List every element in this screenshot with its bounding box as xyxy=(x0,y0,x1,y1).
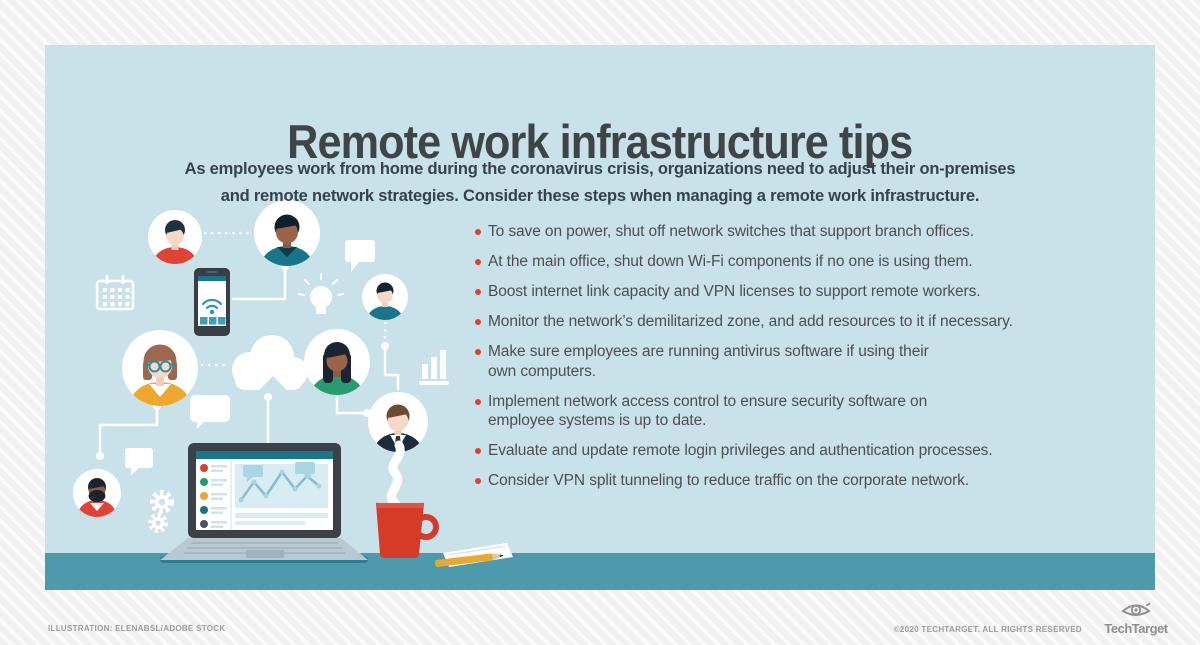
avatar-woman-glasses xyxy=(122,330,198,406)
laptop-icon xyxy=(160,443,368,563)
calendar-icon xyxy=(95,275,135,311)
tip-text: Monitor the network’s demilitarized zone… xyxy=(488,313,1013,330)
tip-item: To save on power, shut off network switc… xyxy=(475,222,1135,242)
bullet-dot xyxy=(475,319,481,325)
speech-bubble-icon xyxy=(190,395,230,429)
bullet-dot xyxy=(475,259,481,265)
pencil-icon xyxy=(435,553,504,568)
tip-item: Consider VPN split tunneling to reduce t… xyxy=(475,471,1135,491)
tip-item: Make sure employees are running antiviru… xyxy=(475,342,1135,381)
tip-text: Evaluate and update remote login privile… xyxy=(488,442,993,459)
bullet-dot xyxy=(475,229,481,235)
techtarget-logo: TechTarget xyxy=(1104,602,1168,636)
brand-name: TechTarget xyxy=(1104,621,1168,636)
tip-item: Implement network access control to ensu… xyxy=(475,392,1135,431)
gears-icon xyxy=(148,490,174,533)
tip-item: Boost internet link capacity and VPN lic… xyxy=(475,282,1135,302)
tip-item: At the main office, shut down Wi-Fi comp… xyxy=(475,252,1135,272)
tip-text: To save on power, shut off network switc… xyxy=(488,223,974,240)
infographic-panel: Remote work infrastructure tips As emplo… xyxy=(45,45,1155,590)
footer-credit: ILLUSTRATION: ELENABSL/ADOBE STOCK xyxy=(48,624,226,633)
bullet-dot xyxy=(475,349,481,355)
page-subtitle: As employees work from home during the c… xyxy=(184,159,1016,205)
dashboard-sidebar xyxy=(200,459,232,530)
tip-text: Consider VPN split tunneling to reduce t… xyxy=(488,472,970,489)
lightbulb-icon xyxy=(298,273,344,314)
tip-item: Evaluate and update remote login privile… xyxy=(475,441,1135,461)
avatar-man-in-suit xyxy=(368,392,428,452)
dashboard-chart-icon xyxy=(235,462,328,525)
tip-text: At the main office, shut down Wi-Fi comp… xyxy=(488,253,973,270)
connector-lines xyxy=(98,231,400,454)
coffee-mug-icon xyxy=(376,503,439,558)
avatar-woman-green-top xyxy=(304,329,370,395)
tip-text: Implement network access control to ensu… xyxy=(488,392,928,430)
tip-item: Monitor the network’s demilitarized zone… xyxy=(475,312,1135,332)
bullet-dot xyxy=(475,289,481,295)
speech-bubble-icon xyxy=(345,240,375,272)
footer-copyright: ©2020 TECHTARGET. ALL RIGHTS RESERVED xyxy=(893,625,1082,634)
network-illustration xyxy=(73,200,513,568)
avatar-person-red-shirt xyxy=(148,210,202,264)
eye-icon xyxy=(1121,602,1151,616)
cloud-icon xyxy=(232,335,308,390)
page-title: Remote work infrastructure tips xyxy=(287,115,913,169)
steam-icon xyxy=(386,440,405,508)
bar-chart-icon xyxy=(419,350,449,385)
tips-list: To save on power, shut off network switc… xyxy=(475,222,1135,501)
tip-text: Boost internet link capacity and VPN lic… xyxy=(488,283,981,300)
speech-bubble-icon xyxy=(125,448,153,476)
bullet-dot xyxy=(475,478,481,484)
avatar-man-teal-tee xyxy=(362,274,408,320)
bullet-dot xyxy=(475,398,481,405)
bullet-dot xyxy=(475,448,481,454)
avatar-man-teal-shirt xyxy=(254,200,320,266)
avatar-man-beard xyxy=(73,469,121,517)
wifi-icon xyxy=(201,298,223,310)
tip-text: Make sure employees are running antiviru… xyxy=(488,343,929,380)
smartphone-icon xyxy=(194,268,230,336)
